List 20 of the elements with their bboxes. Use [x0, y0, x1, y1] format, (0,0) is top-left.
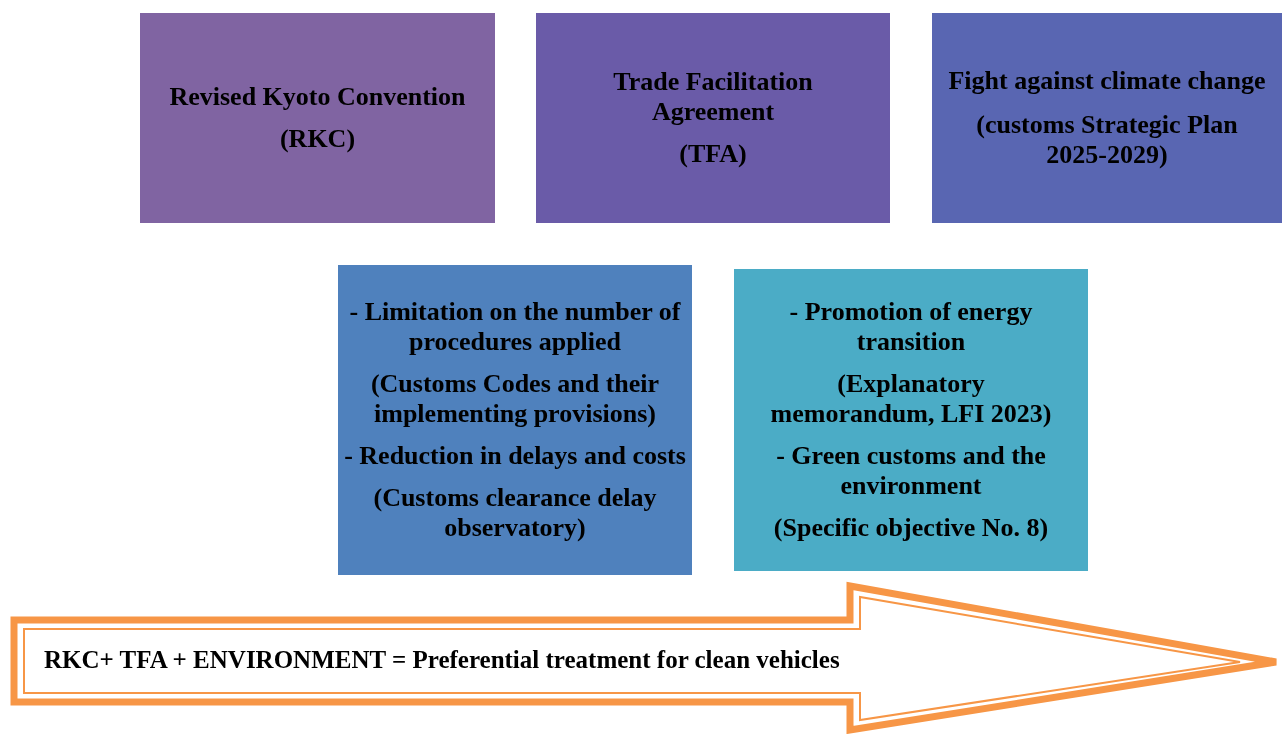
source-note: (RKC): [279, 124, 356, 154]
box-heading: - Green customs and the environment: [775, 441, 1047, 501]
source-note: (Explanatory memorandum, LFI 2023): [769, 369, 1053, 429]
source-note: (TFA): [679, 139, 747, 169]
source-note: (Customs Codes and their implementing provisions): [369, 369, 661, 429]
text-box: [338, 265, 692, 575]
text-box: [932, 13, 1282, 223]
box-heading: - Limitation on the number of procedures applied: [348, 297, 682, 357]
source-note: (Customs clearance delay observatory): [372, 483, 658, 543]
source-note: (Specific objective No. 8): [773, 513, 1049, 543]
text-box: [140, 13, 495, 223]
text-box: [734, 269, 1088, 571]
box-heading: Fight against climate change: [948, 66, 1266, 96]
text-box: [536, 13, 890, 223]
source-note: (customs Strategic Plan 2025-2029): [975, 110, 1239, 170]
arrow-text: RKC+ TFA + ENVIRONMENT = Preferential treatment for clean vehicles: [44, 645, 840, 675]
box-heading: Trade Facilitation Agreement: [612, 67, 814, 127]
box-heading: Revised Kyoto Convention: [169, 82, 466, 112]
box-heading: - Promotion of energy transition: [788, 297, 1034, 357]
box-heading: - Reduction in delays and costs: [344, 441, 686, 471]
